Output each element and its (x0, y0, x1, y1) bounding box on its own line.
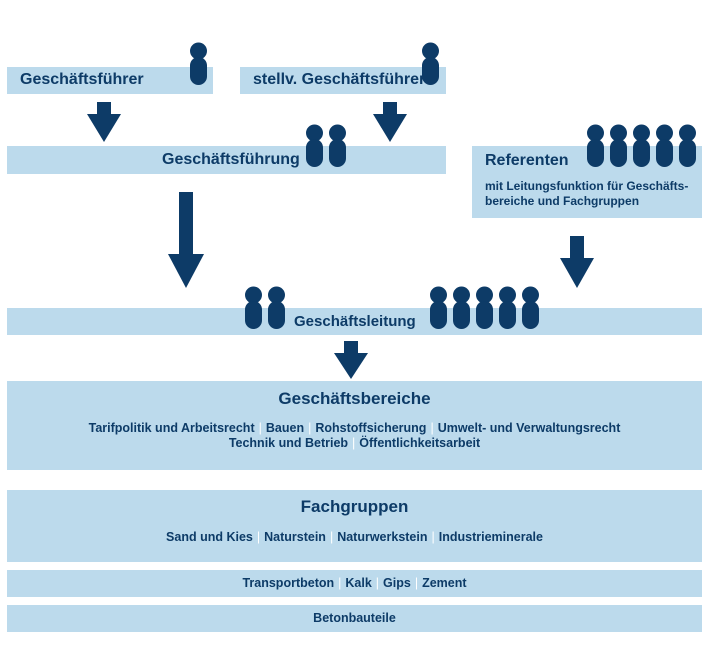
geschaeftsbereich-item: Rohstoffsicherung (315, 421, 427, 435)
person-icon (587, 124, 604, 167)
fachgruppe-item: Betonbauteile (313, 611, 396, 625)
node-referenten-description: mit Leitungsfunktion für Geschäfts- (485, 179, 689, 193)
fachgruppe-item: Sand und Kies (166, 530, 253, 544)
fachgruppe-item: Gips (383, 576, 411, 590)
person-icon (245, 286, 262, 329)
node-referenten-description-2: bereiche und Fachgruppen (485, 194, 640, 208)
person-icon (329, 124, 346, 167)
separator: | (414, 576, 419, 590)
arrow-down-icon (168, 192, 204, 288)
node-geschaeftsleitung-label: Geschäftsleitung (294, 313, 416, 330)
fachgruppen-2-line: Transportbeton|Kalk|Gips|Zement (7, 576, 702, 590)
person-icon (422, 42, 439, 85)
node-fachgruppen-label: Fachgruppen (300, 497, 409, 516)
person-icon (453, 286, 470, 329)
fachgruppe-item: Naturwerkstein (337, 530, 428, 544)
node-stellv: stellv. Geschäftsführer (240, 67, 446, 94)
arrow-down-icon (87, 102, 121, 142)
separator: | (431, 530, 435, 544)
node-geschaeftsfuehrer: Geschäftsführer (7, 67, 213, 94)
geschaeftsbereich-item: Öffentlichkeitsarbeit (359, 436, 481, 450)
node-geschaeftsfuehrung: Geschäftsführung (7, 146, 446, 174)
node-geschaeftsbereiche-label: Geschäftsbereiche (278, 389, 431, 408)
separator: | (430, 421, 434, 435)
arrow-down-icon (560, 236, 594, 288)
fachgruppe-item: Zement (422, 576, 467, 590)
node-geschaeftsfuehrer-label: Geschäftsführer (20, 71, 144, 88)
person-icon (268, 286, 285, 329)
person-icon (522, 286, 539, 329)
fachgruppe-item: Kalk (345, 576, 372, 590)
node-fachgruppen: Fachgruppen Sand und Kies|Naturstein|Nat… (7, 490, 702, 562)
person-icon (633, 124, 650, 167)
geschaeftsbereich-item: Umwelt- und Verwaltungsrecht (437, 421, 621, 435)
geschaeftsbereich-item: Bauen (265, 421, 305, 435)
person-icon (190, 42, 207, 85)
node-geschaeftsfuehrung-label: Geschäftsführung (162, 151, 300, 168)
arrow-down-icon (334, 341, 368, 379)
fachgruppe-item: Naturstein (264, 530, 326, 544)
separator: | (329, 530, 334, 544)
fachgruppen-line-1: Sand und Kies|Naturstein|Naturwerkstein|… (7, 530, 702, 544)
separator: | (375, 576, 380, 590)
separator: | (352, 436, 356, 450)
person-icon (610, 124, 627, 167)
person-icon (306, 124, 323, 167)
node-fachgruppen-2: Transportbeton|Kalk|Gips|Zement (7, 570, 702, 597)
geschaeftsbereich-item: Tarifpolitik und Arbeitsrecht (88, 421, 255, 435)
person-icon (499, 286, 516, 329)
node-stellv-label: stellv. Geschäftsführer (253, 71, 426, 88)
fachgruppe-item: Transportbeton (242, 576, 335, 590)
node-fachgruppen-3: Betonbauteile (7, 605, 702, 632)
fachgruppen-3-line: Betonbauteile (7, 611, 702, 625)
person-icon (476, 286, 493, 329)
arrow-down-icon (373, 102, 407, 142)
node-geschaeftsbereiche: Geschäftsbereiche Tarifpolitik und Arbei… (7, 381, 702, 470)
person-icon (656, 124, 673, 167)
node-geschaeftsleitung: Geschäftsleitung (7, 308, 702, 335)
separator: | (338, 576, 342, 590)
separator: | (308, 421, 312, 435)
person-icon (679, 124, 696, 167)
geschaeftsbereiche-line-1: Tarifpolitik und Arbeitsrecht|Bauen|Rohs… (7, 421, 702, 435)
separator: | (258, 421, 262, 435)
person-icon (430, 286, 447, 329)
geschaeftsbereich-item: Technik und Betrieb (228, 436, 349, 450)
fachgruppe-item: Industrieminerale (438, 530, 543, 544)
separator: | (256, 530, 261, 544)
geschaeftsbereiche-line-2: Technik und Betrieb|Öffentlichkeitsarbei… (7, 436, 702, 450)
node-referenten-label: Referenten (485, 152, 569, 169)
